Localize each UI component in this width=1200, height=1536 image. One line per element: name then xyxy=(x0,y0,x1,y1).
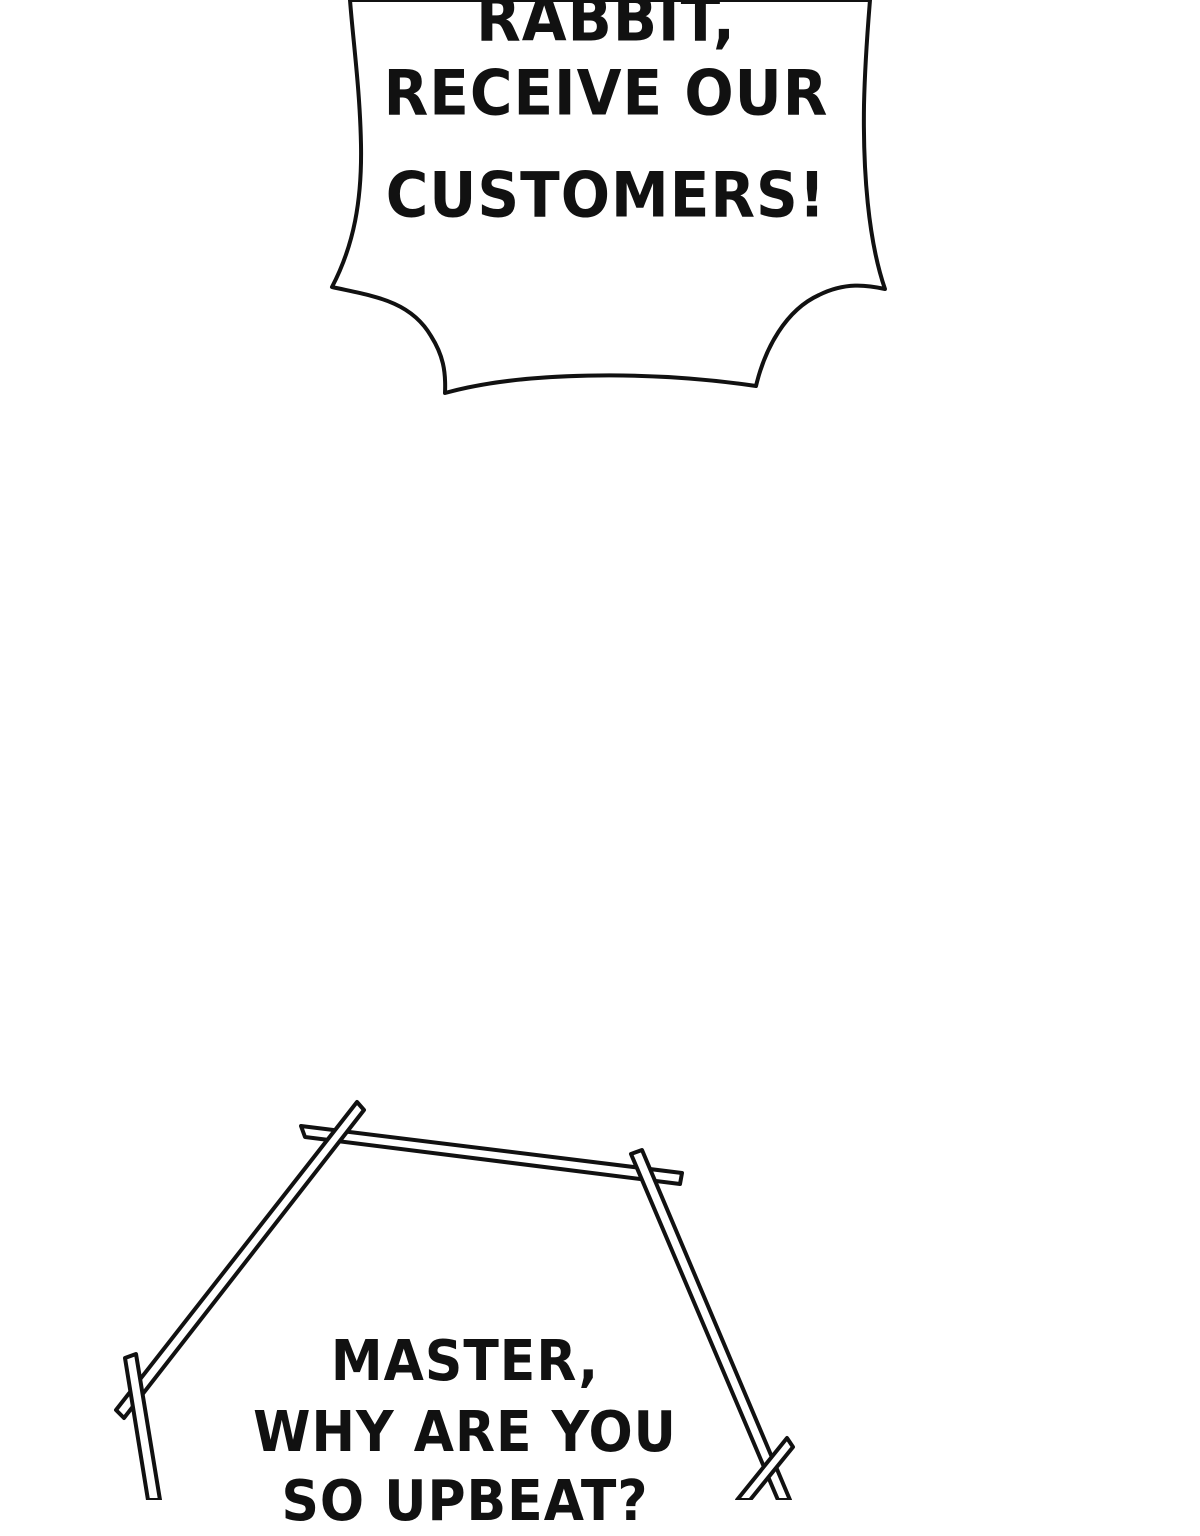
comic-page: RABBIT, RECEIVE OUR CUSTOMERS! MASTER, W… xyxy=(114,0,887,1534)
frame-fill xyxy=(140,1132,784,1500)
thought-frame-line-2: WHY ARE YOU xyxy=(253,1400,677,1465)
frame-top-beam xyxy=(299,1124,684,1186)
speech-bubble-line-3: CUSTOMERS! xyxy=(385,158,827,232)
frame-right-beam xyxy=(629,1148,792,1500)
frame-left-beam xyxy=(114,1100,366,1420)
wooden-hexagon-frame xyxy=(114,1100,795,1500)
comic-artwork xyxy=(114,0,887,1500)
thought-frame-line-3: SO UPBEAT? xyxy=(281,1469,649,1534)
frame-left-post xyxy=(123,1352,162,1500)
frame-right-crossbar xyxy=(735,1436,795,1500)
thought-frame-line-1: MASTER, xyxy=(330,1329,600,1394)
speech-bubble-line-2: RECEIVE OUR xyxy=(383,56,829,130)
speech-bubble-line-1: RABBIT, xyxy=(476,0,736,56)
spiky-speech-bubble xyxy=(330,0,887,395)
